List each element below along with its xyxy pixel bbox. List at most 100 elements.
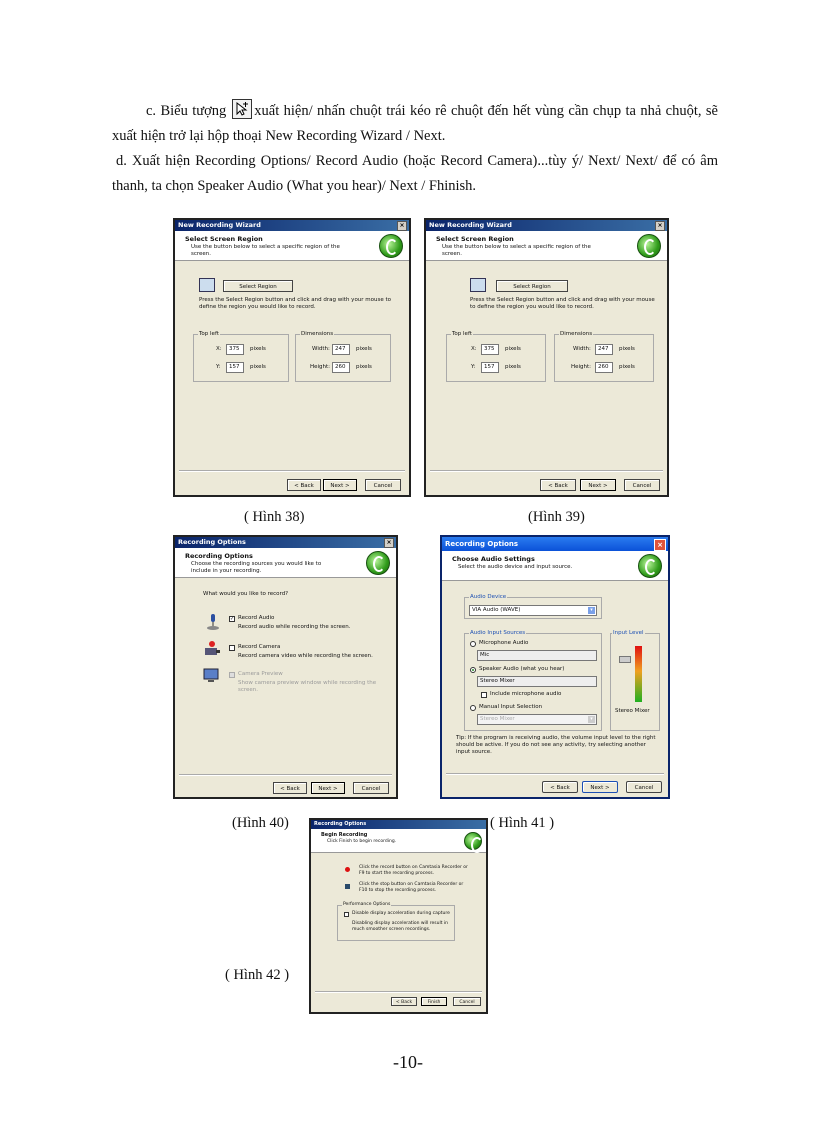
performance-options-group: Performance Options Disable display acce… [337, 901, 455, 941]
dimensions-group: Dimensions Width: 247 pixels Height: 260… [554, 330, 654, 382]
close-icon[interactable]: × [655, 221, 665, 231]
record-instruction: Click the record button on Camtasia Reco… [359, 865, 468, 876]
next-button[interactable]: Next > [580, 479, 616, 491]
disable-acceleration-checkbox[interactable] [344, 912, 349, 917]
stop-icon [345, 884, 350, 889]
close-icon[interactable]: × [654, 539, 666, 551]
back-button[interactable]: < Back [391, 997, 417, 1006]
region-icon [199, 278, 215, 292]
next-button[interactable]: Next > [311, 782, 345, 794]
dimensions-group: Dimensions Width: 247 pixels Height: 260… [295, 330, 391, 382]
wizard-titlebar: New Recording Wizard× [426, 220, 667, 231]
top-left-group: Top left X: 375 pixels Y: 157 pixels [193, 330, 289, 382]
microphone-audio-radio[interactable] [470, 641, 476, 647]
cancel-button[interactable]: Cancel [453, 997, 481, 1006]
audio-device-select[interactable]: VIA Audio (WAVE) ▾ [469, 605, 597, 616]
header-title: Recording Options [185, 552, 253, 560]
header-subtitle: Use the button below to select a specifi… [191, 244, 340, 257]
close-icon[interactable]: × [397, 221, 407, 231]
back-button[interactable]: < Back [542, 781, 578, 793]
select-region-button[interactable]: Select Region [223, 280, 293, 292]
page-number: -10- [393, 1052, 423, 1072]
y-field[interactable]: 157 [226, 362, 244, 373]
width-field[interactable]: 247 [332, 344, 350, 355]
audio-settings-dialog-41: Recording Options× Choose Audio Settings… [440, 535, 670, 799]
include-mic-checkbox[interactable] [481, 692, 487, 698]
stereo-mixer-field[interactable]: Stereo Mixer [477, 676, 597, 687]
next-button[interactable]: Next > [323, 479, 357, 491]
options-header: Choose Audio Settings Select the audio d… [442, 551, 668, 581]
options-titlebar: Recording Options× [175, 537, 396, 548]
select-region-button[interactable]: Select Region [496, 280, 568, 292]
wizard-header: Select Screen Region Use the button belo… [175, 231, 409, 261]
camera-preview-desc: Show camera preview window while recordi… [238, 680, 377, 693]
speaker-audio-radio[interactable] [470, 667, 476, 673]
region-icon [470, 278, 486, 292]
cancel-button[interactable]: Cancel [365, 479, 401, 491]
region-select-cursor-icon [232, 99, 253, 119]
question-text: What would you like to record? [203, 591, 289, 597]
height-field[interactable]: 260 [595, 362, 613, 373]
cancel-button[interactable]: Cancel [353, 782, 389, 794]
x-field[interactable]: 375 [481, 344, 499, 355]
height-field[interactable]: 260 [332, 362, 350, 373]
header-title: Select Screen Region [185, 235, 263, 243]
header-title: Choose Audio Settings [452, 555, 535, 563]
record-camera-desc: Record camera video while recording the … [238, 653, 373, 659]
preview-monitor-icon [203, 668, 221, 688]
input-level-slider[interactable] [619, 656, 631, 663]
back-button[interactable]: < Back [287, 479, 321, 491]
next-button[interactable]: Next > [582, 781, 618, 793]
recording-options-dialog-40: Recording Options× Recording Options Cho… [173, 535, 398, 799]
top-left-group: Top left X: 375 pixels Y: 157 pixels [446, 330, 546, 382]
y-field[interactable]: 157 [481, 362, 499, 373]
chevron-down-icon: ▾ [588, 607, 595, 614]
paragraph-d: d. Xuất hiện Recording Options/ Record A… [112, 153, 718, 194]
camtasia-logo-icon [638, 554, 662, 578]
record-audio-label: Record Audio [238, 615, 275, 621]
paragraph-c-text: xuất hiện/ nhấn chuột trái kéo rê chuột … [112, 103, 718, 144]
camera-preview-label: Camera Preview [238, 671, 283, 677]
wizard-header: Select Screen Region Use the button belo… [426, 231, 667, 261]
camtasia-logo-icon [637, 234, 661, 258]
cancel-button[interactable]: Cancel [624, 479, 660, 491]
width-field[interactable]: 247 [595, 344, 613, 355]
camtasia-logo-icon [379, 234, 403, 258]
manual-input-radio[interactable] [470, 705, 476, 711]
caption-h38: ( Hình 38) [244, 509, 305, 525]
record-audio-desc: Record audio while recording the screen. [238, 624, 351, 630]
wizard-titlebar: New Recording Wizard× [175, 220, 409, 231]
header-subtitle: Click Finish to begin recording. [327, 839, 397, 844]
instruction-text: Press the Select Region button and click… [199, 297, 392, 310]
header-subtitle: Choose the recording sources you would l… [191, 561, 322, 574]
back-button[interactable]: < Back [540, 479, 576, 491]
camera-preview-checkbox[interactable] [229, 672, 235, 678]
mic-source-field[interactable]: Mic [477, 650, 597, 661]
close-icon[interactable]: × [384, 538, 394, 548]
caption-h41: ( Hình 41 ) [490, 815, 555, 831]
camera-icon [203, 640, 221, 662]
cancel-button[interactable]: Cancel [626, 781, 662, 793]
options-titlebar: Recording Options [311, 820, 486, 829]
header-subtitle: Use the button below to select a specifi… [442, 244, 591, 257]
tip-text: Tip: If the program is receiving audio, … [456, 735, 656, 755]
chevron-down-icon: ▾ [588, 716, 595, 723]
record-audio-checkbox[interactable]: ✓ [229, 616, 235, 622]
input-level-group: Input Level Stereo Mixer [610, 629, 660, 731]
audio-device-group: Audio Device VIA Audio (WAVE) ▾ [464, 593, 602, 619]
camtasia-logo-icon [366, 551, 390, 575]
options-header: Recording Options Choose the recording s… [175, 548, 396, 578]
manual-input-select[interactable]: Stereo Mixer ▾ [477, 714, 597, 725]
options-titlebar: Recording Options× [442, 537, 668, 551]
record-icon [345, 867, 350, 872]
wizard-dialog-38: New Recording Wizard× Select Screen Regi… [173, 218, 411, 497]
options-header: Begin Recording Click Finish to begin re… [311, 829, 486, 853]
x-field[interactable]: 375 [226, 344, 244, 355]
stop-instruction: Click the stop button on Camtasia Record… [359, 882, 464, 893]
instruction-text: Press the Select Region button and click… [470, 297, 655, 310]
back-button[interactable]: < Back [273, 782, 307, 794]
record-camera-checkbox[interactable] [229, 645, 235, 651]
camtasia-logo-icon [464, 832, 483, 853]
finish-button[interactable]: Finish [421, 997, 447, 1006]
